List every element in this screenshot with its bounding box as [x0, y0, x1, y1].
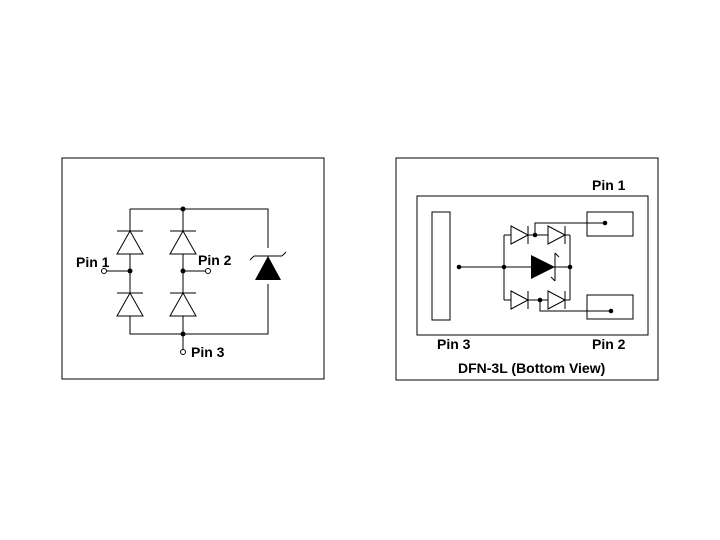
zener-diode [249, 248, 287, 284]
pin2-terminal [205, 268, 211, 274]
diode-left-lower [116, 291, 144, 317]
pad-pin2 [586, 294, 634, 320]
package-pin2-label: Pin 2 [592, 336, 626, 352]
schematic-pin3-label: Pin 3 [191, 344, 225, 360]
die-zener-diode [531, 252, 560, 282]
junction-pin2 [180, 268, 186, 274]
pad-pin3-bond-dot [456, 264, 462, 270]
die-junction-top [532, 232, 538, 238]
pin2-bond-wire [539, 300, 611, 312]
die-diode-top-left [510, 225, 530, 245]
package-pin1-label: Pin 1 [592, 177, 626, 193]
pin1-bond-wire [534, 222, 605, 235]
pin3-terminal [180, 349, 186, 355]
die-diode-top-right [547, 225, 567, 245]
diode-left-upper [116, 229, 144, 255]
package-pin3-label: Pin 3 [437, 336, 471, 352]
junction-top [180, 206, 186, 212]
die-junction-left [501, 264, 507, 270]
diode-middle-upper [169, 229, 197, 255]
package-caption: DFN-3L (Bottom View) [458, 360, 605, 376]
junction-pin1 [127, 268, 133, 274]
package-panel: Pin 1 Pin 2 Pin 3 DFN-3L (Bottom View) [395, 157, 659, 381]
die-junction-right [567, 264, 573, 270]
pin1-terminal [101, 268, 107, 274]
schematic-pin1-label: Pin 1 [76, 254, 110, 270]
pad-pin1 [586, 211, 634, 237]
junction-bottom [180, 331, 186, 337]
schematic-pin2-label: Pin 2 [198, 252, 232, 268]
pad-pin3 [431, 211, 451, 321]
die-diode-bottom-right [547, 290, 567, 310]
schematic-panel: Pin 1 Pin 2 Pin 3 [61, 157, 325, 380]
die-junction-bottom [537, 297, 543, 303]
diode-middle-lower [169, 291, 197, 317]
pad-pin1-bond-dot [602, 220, 608, 226]
pad-pin2-bond-dot [608, 308, 614, 314]
die-diode-bottom-left [510, 290, 530, 310]
